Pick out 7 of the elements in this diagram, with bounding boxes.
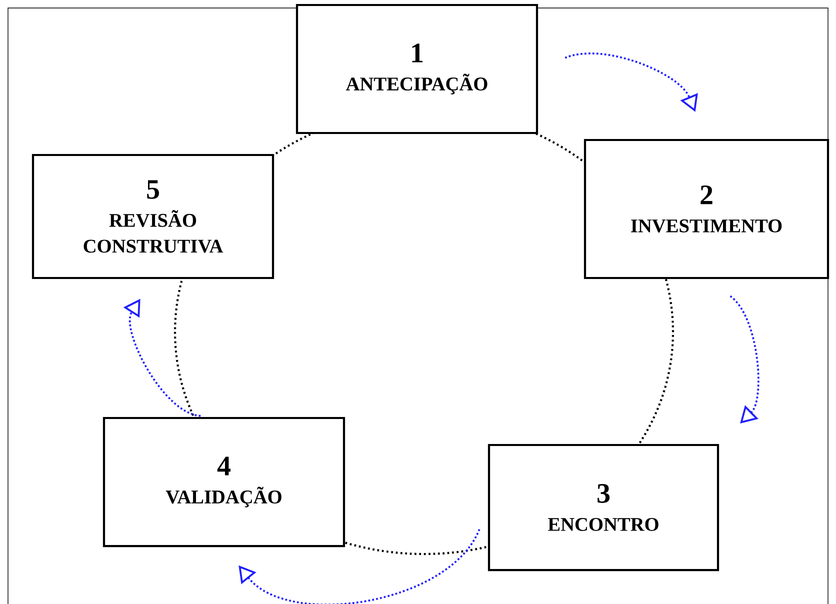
curved-arrow xyxy=(730,295,760,424)
step-box: 1 ANTECIPAÇÃO xyxy=(296,4,538,134)
step-box: 5 REVISÃO CONSTRUTIVA xyxy=(32,154,274,280)
step-box: 3 ENCONTRO xyxy=(488,444,720,572)
curved-arrow xyxy=(238,528,480,604)
step-box: 2 INVESTIMENTO xyxy=(584,138,830,280)
step-box: 4 VALIDAÇÃO xyxy=(102,416,346,548)
